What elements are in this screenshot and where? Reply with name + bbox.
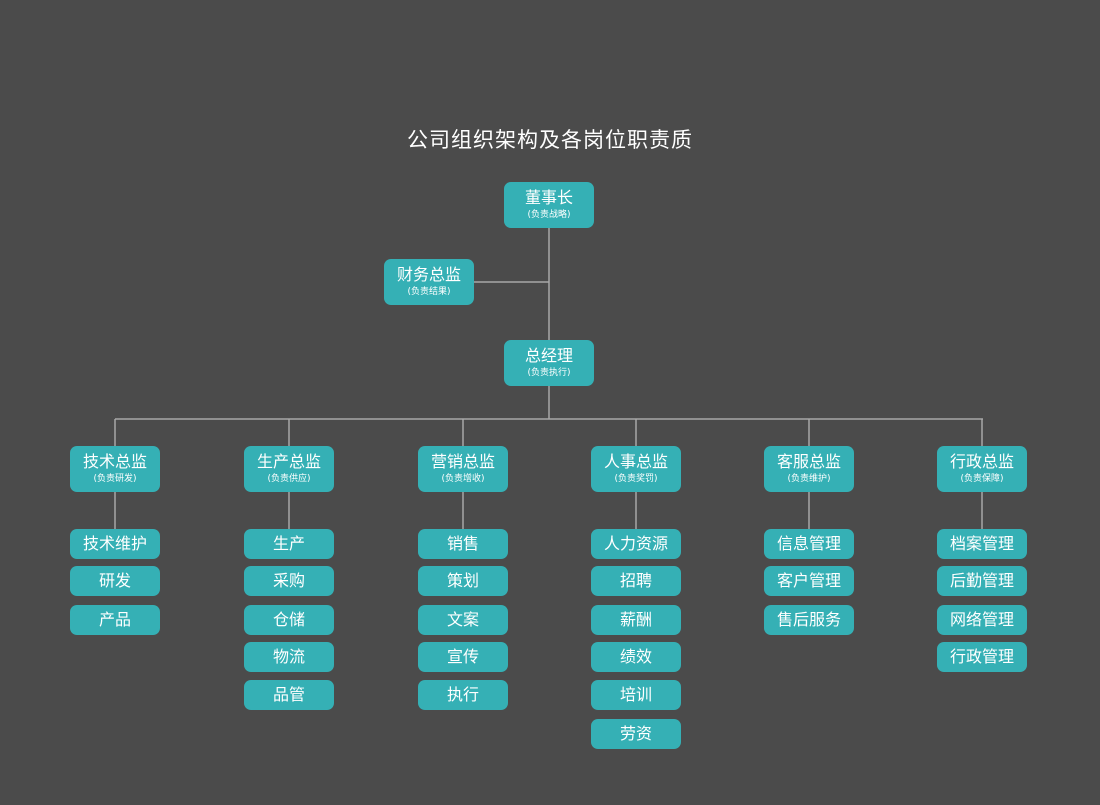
gm-box[interactable]: 总经理 (负责执行)	[504, 340, 594, 386]
department-item[interactable]: 文案	[418, 605, 508, 635]
department-item[interactable]: 招聘	[591, 566, 681, 596]
department-title: 客服总监	[776, 452, 841, 471]
department-item[interactable]: 后勤管理	[937, 566, 1027, 596]
department-item[interactable]: 绩效	[591, 642, 681, 672]
gm-title: 总经理	[524, 346, 573, 365]
department-box[interactable]: 客服总监 (负责维护)	[764, 446, 854, 492]
department-item[interactable]: 宣传	[418, 642, 508, 672]
department-item[interactable]: 劳资	[591, 719, 681, 749]
department-title: 人事总监	[603, 452, 668, 471]
department-duty: (负责奖罚)	[614, 474, 658, 484]
department-item[interactable]: 生产	[244, 529, 334, 559]
department-duty: (负责供应)	[267, 474, 311, 484]
department-box[interactable]: 行政总监 (负责保障)	[937, 446, 1027, 492]
department-duty: (负责保障)	[960, 474, 1004, 484]
chart-title: 公司组织架构及各岗位职责质	[407, 128, 693, 152]
department-title: 技术总监	[82, 452, 147, 471]
department-item[interactable]: 行政管理	[937, 642, 1027, 672]
department-item[interactable]: 采购	[244, 566, 334, 596]
department-item[interactable]: 技术维护	[70, 529, 160, 559]
department-box[interactable]: 人事总监 (负责奖罚)	[591, 446, 681, 492]
cfo-box[interactable]: 财务总监 (负责结果)	[384, 259, 474, 305]
department-item[interactable]: 人力资源	[591, 529, 681, 559]
department-item[interactable]: 售后服务	[764, 605, 854, 635]
department-duty: (负责增收)	[441, 474, 485, 484]
department-item[interactable]: 培训	[591, 680, 681, 710]
department-item[interactable]: 执行	[418, 680, 508, 710]
department-duty: (负责研发)	[93, 474, 137, 484]
department-item[interactable]: 物流	[244, 642, 334, 672]
chairman-title: 董事长	[524, 188, 573, 207]
department-item[interactable]: 信息管理	[764, 529, 854, 559]
department-box[interactable]: 技术总监 (负责研发)	[70, 446, 160, 492]
department-item[interactable]: 研发	[70, 566, 160, 596]
department-item[interactable]: 网络管理	[937, 605, 1027, 635]
chairman-duty: (负责战略)	[527, 210, 571, 220]
department-item[interactable]: 策划	[418, 566, 508, 596]
cfo-title: 财务总监	[396, 265, 461, 284]
department-box[interactable]: 营销总监 (负责增收)	[418, 446, 508, 492]
department-item[interactable]: 销售	[418, 529, 508, 559]
department-title: 生产总监	[256, 452, 321, 471]
chairman-box[interactable]: 董事长 (负责战略)	[504, 182, 594, 228]
department-duty: (负责维护)	[787, 474, 831, 484]
department-item[interactable]: 仓储	[244, 605, 334, 635]
department-item[interactable]: 客户管理	[764, 566, 854, 596]
gm-duty: (负责执行)	[527, 368, 571, 378]
department-title: 营销总监	[430, 452, 495, 471]
department-item[interactable]: 产品	[70, 605, 160, 635]
department-item[interactable]: 薪酬	[591, 605, 681, 635]
department-item[interactable]: 品管	[244, 680, 334, 710]
department-item[interactable]: 档案管理	[937, 529, 1027, 559]
department-title: 行政总监	[949, 452, 1014, 471]
department-box[interactable]: 生产总监 (负责供应)	[244, 446, 334, 492]
cfo-duty: (负责结果)	[407, 287, 451, 297]
